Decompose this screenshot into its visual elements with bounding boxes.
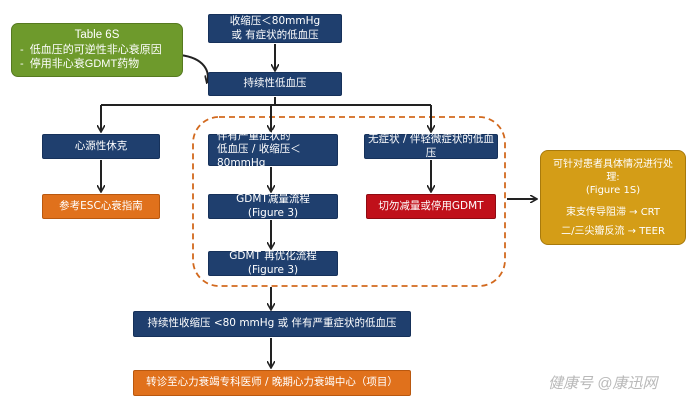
curved-arrow	[179, 54, 208, 82]
gdmt-reoptimize-line2: (Figure 3)	[247, 263, 299, 276]
persistent-sbp-box: 持续性收缩压 <80 mmHg 或 伴有严重症状的低血压	[133, 311, 411, 337]
referral-label: 转诊至心力衰竭专科医师 / 晚期心力衰竭中心（项目）	[146, 376, 398, 389]
gdmt-reduction-line2: (Figure 3)	[247, 206, 299, 219]
esc-guideline-box: 参考ESC心衰指南	[42, 194, 160, 219]
cardiogenic-shock-box: 心源性休克	[42, 134, 160, 159]
sbp-or-hypotension-line1: 收缩压＜80mmHg	[229, 15, 321, 28]
note-item-2: - 停用非心衰GDMT药物	[20, 58, 140, 71]
do-not-reduce-box: 切勿减量或停用GDMT	[366, 194, 496, 219]
individual-row-crt: 束支传导阻滞 → CRT	[565, 207, 661, 218]
gdmt-reoptimize-line1: GDMT 再优化流程	[229, 250, 317, 263]
mild-symptom-box: 无症状 / 伴轻微症状的低血压	[364, 133, 498, 159]
gdmt-reduction-box: GDMT减量流程 (Figure 3)	[208, 193, 338, 219]
do-not-reduce-label: 切勿减量或停用GDMT	[378, 199, 484, 212]
note-title: Table 6S	[74, 29, 120, 41]
severe-symptom-box: 伴有严重症状的 低血压 / 收缩压＜80mmHg	[208, 130, 338, 169]
individualized-treatment-box: 可针对患者具体情况进行处理: (Figure 1S) 束支传导阻滞 → CRT …	[540, 150, 686, 245]
referral-box: 转诊至心力衰竭专科医师 / 晚期心力衰竭中心（项目）	[133, 370, 411, 396]
severe-symptom-line1: 伴有严重症状的	[217, 130, 291, 143]
individual-title-ref: (Figure 1S)	[585, 185, 641, 196]
watermark: 健康号 @康迅网	[548, 375, 658, 392]
persistent-sbp-label: 持续性收缩压 <80 mmHg 或 伴有严重症状的低血压	[147, 317, 397, 330]
esc-guideline-label: 参考ESC心衰指南	[59, 199, 143, 212]
persistent-hypotension-box: 持续性低血压	[208, 72, 342, 96]
gdmt-reduction-line1: GDMT减量流程	[236, 193, 310, 206]
individual-row-teer: 二/三尖瓣反流 → TEER	[561, 226, 665, 237]
note-item-1: - 低血压的可逆性非心衰原因	[20, 43, 162, 56]
individual-title: 可针对患者具体情况进行处理:	[553, 159, 673, 183]
gdmt-reoptimize-box: GDMT 再优化流程 (Figure 3)	[208, 250, 338, 276]
cardiogenic-shock-label: 心源性休克	[74, 139, 128, 152]
sbp-or-hypotension-line2: 或 有症状的低血压	[231, 28, 319, 41]
mild-symptom-label: 无症状 / 伴轻微症状的低血压	[368, 133, 494, 159]
severe-symptom-line2: 低血压 / 收缩压＜80mmHg	[217, 143, 301, 169]
dashed-outline	[192, 116, 506, 287]
table-6s-note: Table 6S - 低血压的可逆性非心衰原因 - 停用非心衰GDMT药物	[11, 23, 183, 77]
sbp-or-hypotension-box: 收缩压＜80mmHg 或 有症状的低血压	[208, 14, 342, 43]
persistent-hypotension-label: 持续性低血压	[243, 77, 307, 90]
